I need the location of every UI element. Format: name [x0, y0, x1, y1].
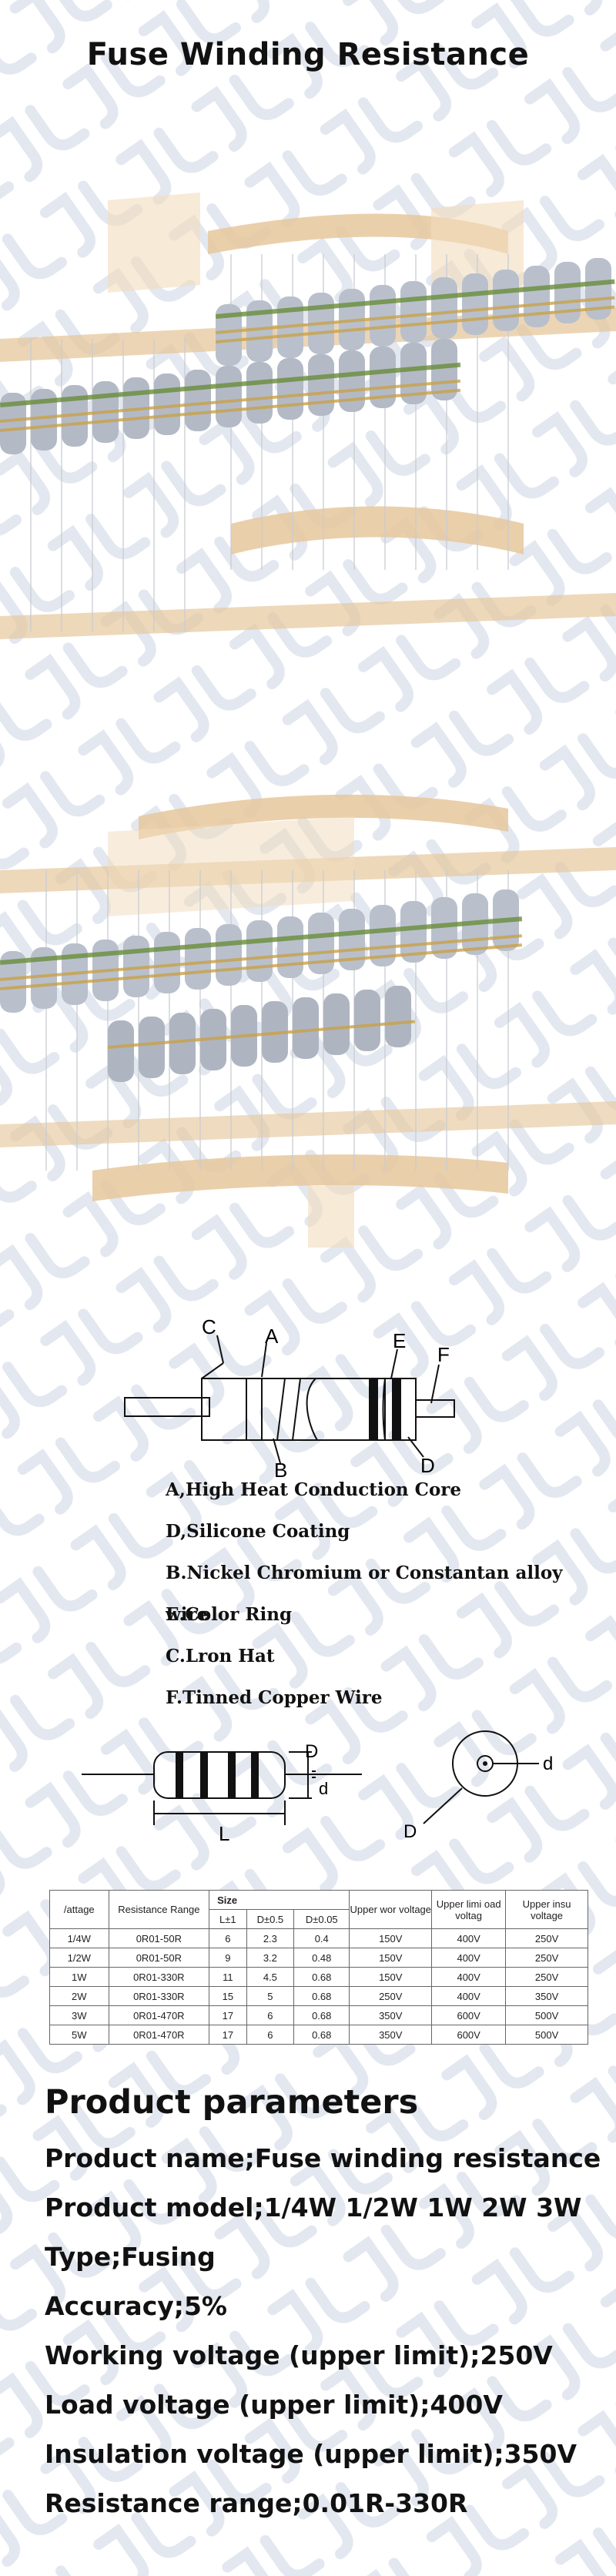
cell: 0R01-330R: [108, 1967, 210, 1987]
dimension-diagram: D d L d D: [82, 1730, 553, 1845]
cell: 600V: [431, 2025, 507, 2045]
cell: 150V: [349, 1967, 433, 1987]
cell: 6: [246, 2025, 295, 2045]
dim-label-D: D: [305, 1741, 318, 1762]
cell: 400V: [431, 1948, 507, 1968]
param-product-name: Product name;Fuse winding resistance: [45, 2143, 601, 2173]
cell: 350V: [349, 2005, 433, 2025]
col-wattage: /attage: [49, 1890, 109, 1929]
param-type: Type;Fusing: [45, 2242, 216, 2272]
cell: 17: [209, 2025, 247, 2045]
cell: 0.48: [293, 1948, 350, 1968]
spec-table: /attage Resistance Range Size Upper wor …: [49, 1890, 588, 2045]
dim-label-L: L: [219, 1822, 229, 1845]
cell: 9: [209, 1948, 247, 1968]
cell: 250V: [505, 1967, 588, 1987]
dim-label-d2: d: [543, 1754, 553, 1774]
col-D: D±0.5: [246, 1909, 295, 1929]
cell: 0R01-50R: [108, 1948, 210, 1968]
cell: 0.68: [293, 2025, 350, 2045]
part-f: F.Tinned Copper Wire: [166, 1687, 383, 1708]
cell: 0R01-330R: [108, 1986, 210, 2006]
part-d: D,Silicone Coating: [166, 1521, 350, 1542]
cell: 11: [209, 1967, 247, 1987]
part-b: B.Nickel Chromium or Constantan alloy wi…: [166, 1563, 563, 1625]
cell: 5: [246, 1986, 295, 2006]
cell: 0R01-470R: [108, 2025, 210, 2045]
cell: 0R01-470R: [108, 2005, 210, 2025]
cell: 3W: [49, 2005, 109, 2025]
param-working-voltage: Working voltage (upper limit);250V: [45, 2340, 553, 2370]
page-title: Fuse Winding Resistance: [86, 37, 530, 72]
col-size: Size: [209, 1890, 350, 1910]
cell: 0.4: [293, 1928, 350, 1948]
cell: 0.68: [293, 1967, 350, 1987]
cell: 150V: [349, 1928, 433, 1948]
param-product-model: Product model;1/4W 1/2W 1W 2W 3W: [45, 2192, 582, 2223]
cell: 0R01-50R: [108, 1928, 210, 1948]
label-f: F: [437, 1343, 450, 1366]
col-l: L±1: [209, 1909, 247, 1929]
cell: 1/4W: [49, 1928, 109, 1948]
params-heading: Product parameters: [45, 2083, 419, 2122]
parts-list: A,High Heat Conduction Core D,Silicone C…: [166, 1469, 597, 1719]
cell: 5W: [49, 2025, 109, 2045]
cell: 250V: [505, 1928, 588, 1948]
cell: 400V: [431, 1928, 507, 1948]
cell: 500V: [505, 2025, 588, 2045]
param-resistance-range: Resistance range;0.01R-330R: [45, 2488, 468, 2518]
label-e: E: [393, 1329, 406, 1352]
cell: 1/2W: [49, 1948, 109, 1968]
cell: 2.3: [246, 1928, 295, 1948]
label-b: B: [274, 1459, 287, 1479]
col-working: Upper wor voltage: [349, 1890, 433, 1929]
dim-label-d: d: [319, 1779, 328, 1798]
cell: 500V: [505, 2005, 588, 2025]
cell: 350V: [505, 1986, 588, 2006]
cell: 17: [209, 2005, 247, 2025]
cell: 1W: [49, 1967, 109, 1987]
cell: 250V: [349, 1986, 433, 2006]
label-a: A: [265, 1325, 279, 1348]
cell: 150V: [349, 1948, 433, 1968]
col-range: Resistance Range: [108, 1890, 210, 1929]
cell: 250V: [505, 1948, 588, 1968]
cell: 0.68: [293, 1986, 350, 2006]
part-c: C.Lron Hat: [166, 1646, 275, 1667]
label-c: C: [202, 1317, 216, 1338]
col-d: D±0.05: [293, 1909, 350, 1929]
product-parameters: Product parameters Product name;Fuse win…: [45, 2083, 607, 2528]
param-insulation-voltage: Insulation voltage (upper limit);350V: [45, 2439, 578, 2469]
product-photo-1: [0, 139, 616, 639]
col-insulation: Upper insu voltage: [505, 1890, 588, 1929]
cell: 15: [209, 1986, 247, 2006]
structure-diagram: C A E F B D: [124, 1317, 455, 1479]
col-load: Upper limi oad voltag: [431, 1890, 507, 1929]
cell: 350V: [349, 2025, 433, 2045]
param-accuracy: Accuracy;5%: [45, 2291, 227, 2321]
cell: 3.2: [246, 1948, 295, 1968]
part-a: A,High Heat Conduction Core: [166, 1479, 462, 1500]
cell: 6: [209, 1928, 247, 1948]
product-photo-2: [0, 755, 616, 1248]
cell: 600V: [431, 2005, 507, 2025]
cell: 2W: [49, 1986, 109, 2006]
cell: 4.5: [246, 1967, 295, 1987]
part-e: E.Color Ring: [166, 1604, 293, 1625]
cell: 400V: [431, 1967, 507, 1987]
param-load-voltage: Load voltage (upper limit);400V: [45, 2390, 503, 2420]
dim-label-D2: D: [403, 1821, 417, 1842]
cell: 6: [246, 2005, 295, 2025]
cell: 0.68: [293, 2005, 350, 2025]
cell: 400V: [431, 1986, 507, 2006]
label-d: D: [420, 1454, 435, 1477]
